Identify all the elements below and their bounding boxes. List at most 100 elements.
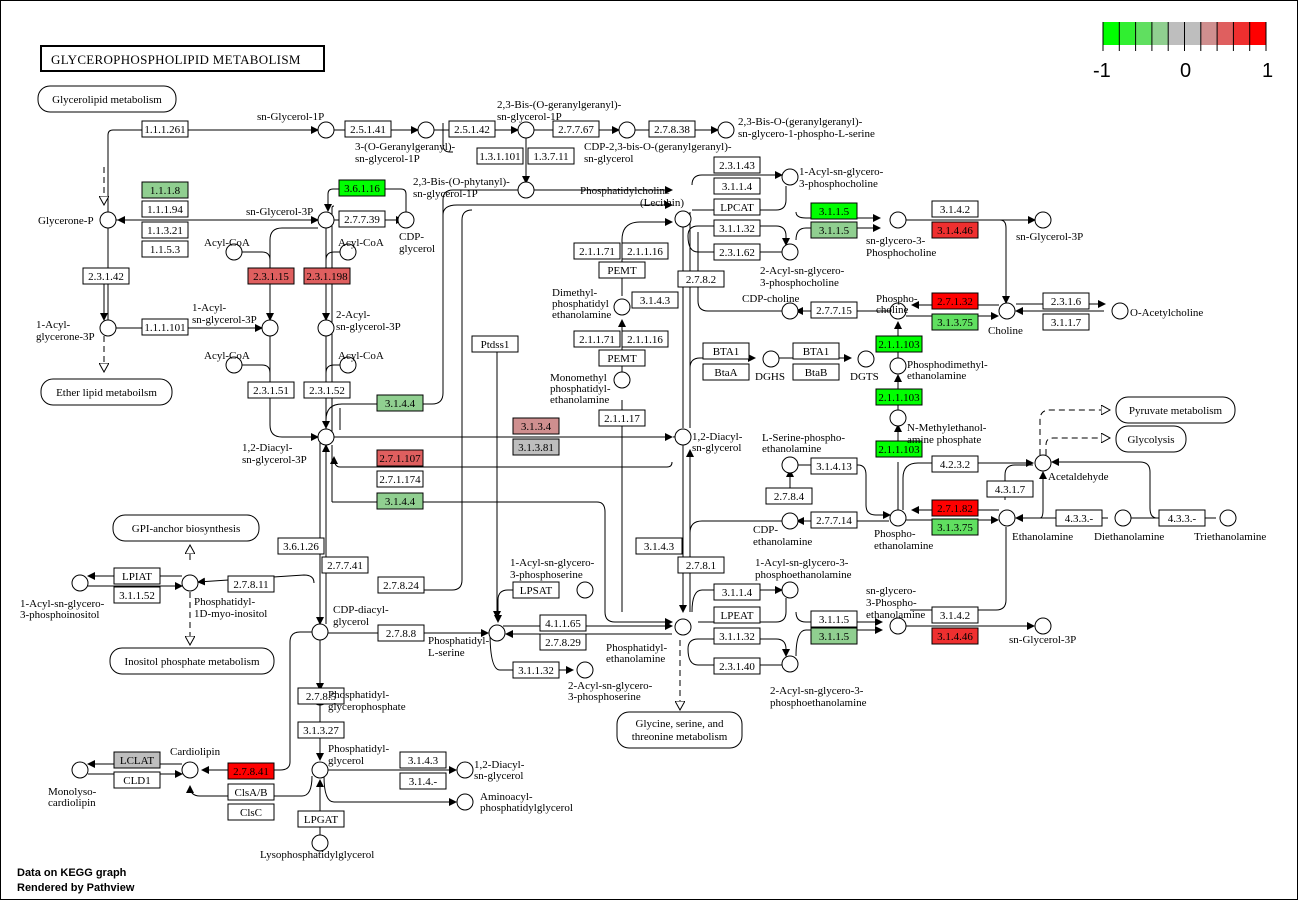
compound-circle[interactable]	[339, 243, 357, 261]
gene-node-2-1-1-71[interactable]: 2.1.1.71	[573, 330, 621, 348]
gene-node-clsc[interactable]: ClsC	[227, 803, 275, 821]
gene-node-2-7-8-2[interactable]: 2.7.8.2	[677, 270, 725, 288]
gene-node-4-3-1-7[interactable]: 4.3.1.7	[986, 480, 1034, 498]
compound-circle[interactable]	[71, 761, 89, 779]
compound-circle[interactable]	[181, 761, 199, 779]
pathway-link-gpi-anchor-biosynthesis[interactable]: GPI-anchor biosynthesis	[112, 514, 260, 542]
compound-circle[interactable]	[225, 243, 243, 261]
compound-circle[interactable]	[317, 211, 335, 229]
gene-node-1-1-1-261[interactable]: 1.1.1.261	[141, 120, 189, 138]
gene-node-2-3-1-42[interactable]: 2.3.1.42	[82, 267, 130, 285]
gene-node-2-3-1-6[interactable]: 2.3.1.6	[1042, 292, 1090, 310]
compound-circle[interactable]	[181, 574, 199, 592]
compound-circle[interactable]	[889, 509, 907, 527]
pathway-link-ether-lipid-metaboilsm[interactable]: Ether lipid metaboilsm	[40, 378, 173, 406]
gene-node-3-1-1-5[interactable]: 3.1.1.5	[810, 610, 858, 628]
gene-node-btab[interactable]: BtaB	[792, 363, 840, 381]
gene-node-4-3-3-[interactable]: 4.3.3.-	[1055, 509, 1103, 527]
gene-node-2-3-1-43[interactable]: 2.3.1.43	[713, 156, 761, 174]
gene-node-2-1-1-16[interactable]: 2.1.1.16	[621, 242, 669, 260]
gene-node-4-3-3-[interactable]: 4.3.3.-	[1158, 509, 1206, 527]
compound-circle[interactable]	[99, 211, 117, 229]
compound-circle[interactable]	[1034, 211, 1052, 229]
gene-node-lpcat[interactable]: LPCAT	[713, 198, 761, 216]
compound-circle[interactable]	[1219, 509, 1237, 527]
gene-node-2-7-8-8[interactable]: 2.7.8.8	[377, 624, 425, 642]
gene-node-2-1-1-71[interactable]: 2.1.1.71	[573, 242, 621, 260]
gene-node-2-7-8-4[interactable]: 2.7.8.4	[765, 487, 813, 505]
gene-node-lpsat[interactable]: LPSAT	[512, 581, 560, 599]
gene-node-1-1-1-101[interactable]: 1.1.1.101	[141, 318, 189, 336]
gene-node-2-3-1-51[interactable]: 2.3.1.51	[247, 381, 295, 399]
pathway-link-glycolysis[interactable]: Glycolysis	[1115, 425, 1187, 453]
compound-circle[interactable]	[889, 617, 907, 635]
compound-circle[interactable]	[781, 655, 799, 673]
gene-node-2-5-1-41[interactable]: 2.5.1.41	[344, 120, 392, 138]
compound-circle[interactable]	[1034, 617, 1052, 635]
gene-node-3-1-1-4[interactable]: 3.1.1.4	[713, 177, 761, 195]
compound-circle[interactable]	[674, 210, 692, 228]
gene-node-2-7-7-67[interactable]: 2.7.7.67	[552, 120, 600, 138]
compound-circle[interactable]	[857, 350, 875, 368]
pathway-link-inositol-phosphate-metabolism[interactable]: Inositol phosphate metabolism	[109, 647, 275, 675]
gene-node-1-1-3-21[interactable]: 1.1.3.21	[141, 221, 189, 239]
compound-circle[interactable]	[781, 168, 799, 186]
compound-circle[interactable]	[674, 618, 692, 636]
gene-node-3-1-1-32[interactable]: 3.1.1.32	[713, 219, 761, 237]
compound-circle[interactable]	[613, 298, 631, 316]
gene-node-2-7-8-5[interactable]: 2.7.8.5	[297, 687, 345, 705]
gene-node-3-1-1-5[interactable]: 3.1.1.5	[810, 627, 858, 645]
gene-node-pemt[interactable]: PEMT	[598, 349, 646, 367]
gene-node-2-3-1-40[interactable]: 2.3.1.40	[713, 657, 761, 675]
compound-circle[interactable]	[781, 581, 799, 599]
gene-node-cld1[interactable]: CLD1	[113, 771, 161, 789]
gene-node-2-7-8-41[interactable]: 2.7.8.41	[227, 762, 275, 780]
compound-circle[interactable]	[311, 623, 329, 641]
compound-circle[interactable]	[998, 509, 1016, 527]
compound-circle[interactable]	[1034, 454, 1052, 472]
pathway-link-pyruvate-metabolism[interactable]: Pyruvate metabolism	[1115, 396, 1236, 424]
gene-node-1-3-1-101[interactable]: 1.3.1.101	[476, 147, 524, 165]
gene-node-2-7-7-15[interactable]: 2.7.7.15	[810, 301, 858, 319]
gene-node-2-7-7-39[interactable]: 2.7.7.39	[338, 210, 386, 228]
pathway-link-glycerolipid-metabolism[interactable]: Glycerolipid metabolism	[37, 85, 177, 113]
gene-node-2-7-1-107[interactable]: 2.7.1.107	[376, 449, 424, 467]
gene-node-1-1-1-94[interactable]: 1.1.1.94	[141, 200, 189, 218]
gene-node-2-3-1-52[interactable]: 2.3.1.52	[303, 381, 351, 399]
gene-node-3-1-4-3[interactable]: 3.1.4.3	[399, 751, 447, 769]
gene-node-lpgat[interactable]: LPGAT	[297, 810, 345, 828]
gene-node-2-3-1-198[interactable]: 2.3.1.198	[303, 267, 351, 285]
compound-circle[interactable]	[261, 319, 279, 337]
gene-node-3-6-1-16[interactable]: 3.6.1.16	[338, 179, 386, 197]
gene-node-btaa[interactable]: BtaA	[702, 363, 750, 381]
gene-node-lpeat[interactable]: LPEAT	[713, 606, 761, 624]
gene-node-3-1-3-75[interactable]: 3.1.3.75	[931, 518, 979, 536]
gene-node-bta1[interactable]: BTA1	[702, 342, 750, 360]
compound-circle[interactable]	[456, 761, 474, 779]
gene-node-3-1-4-46[interactable]: 3.1.4.46	[931, 221, 979, 239]
gene-node-2-1-1-17[interactable]: 2.1.1.17	[598, 409, 646, 427]
gene-node-2-1-1-103[interactable]: 2.1.1.103	[875, 335, 923, 353]
compound-circle[interactable]	[517, 121, 535, 139]
gene-node-3-1-1-52[interactable]: 3.1.1.52	[113, 586, 161, 604]
gene-node-1-1-1-8[interactable]: 1.1.1.8	[141, 181, 189, 199]
gene-node-2-7-8-38[interactable]: 2.7.8.38	[648, 120, 696, 138]
compound-circle[interactable]	[311, 834, 329, 852]
gene-node-3-1-1-32[interactable]: 3.1.1.32	[713, 627, 761, 645]
gene-node-4-2-3-2[interactable]: 4.2.3.2	[931, 455, 979, 473]
compound-circle[interactable]	[225, 356, 243, 374]
gene-node-3-1-4-4[interactable]: 3.1.4.4	[376, 394, 424, 412]
compound-circle[interactable]	[456, 793, 474, 811]
compound-circle[interactable]	[889, 409, 907, 427]
gene-node-2-1-1-103[interactable]: 2.1.1.103	[875, 388, 923, 406]
compound-circle[interactable]	[576, 661, 594, 679]
gene-node-2-7-1-32[interactable]: 2.7.1.32	[931, 292, 979, 310]
gene-node-1-3-7-11[interactable]: 1.3.7.11	[527, 147, 575, 165]
compound-circle[interactable]	[889, 302, 907, 320]
gene-node-2-5-1-42[interactable]: 2.5.1.42	[448, 120, 496, 138]
gene-node-2-3-1-62[interactable]: 2.3.1.62	[713, 243, 761, 261]
gene-node-clsa-b[interactable]: ClsA/B	[227, 783, 275, 801]
gene-node-2-7-8-29[interactable]: 2.7.8.29	[539, 633, 587, 651]
compound-circle[interactable]	[762, 350, 780, 368]
